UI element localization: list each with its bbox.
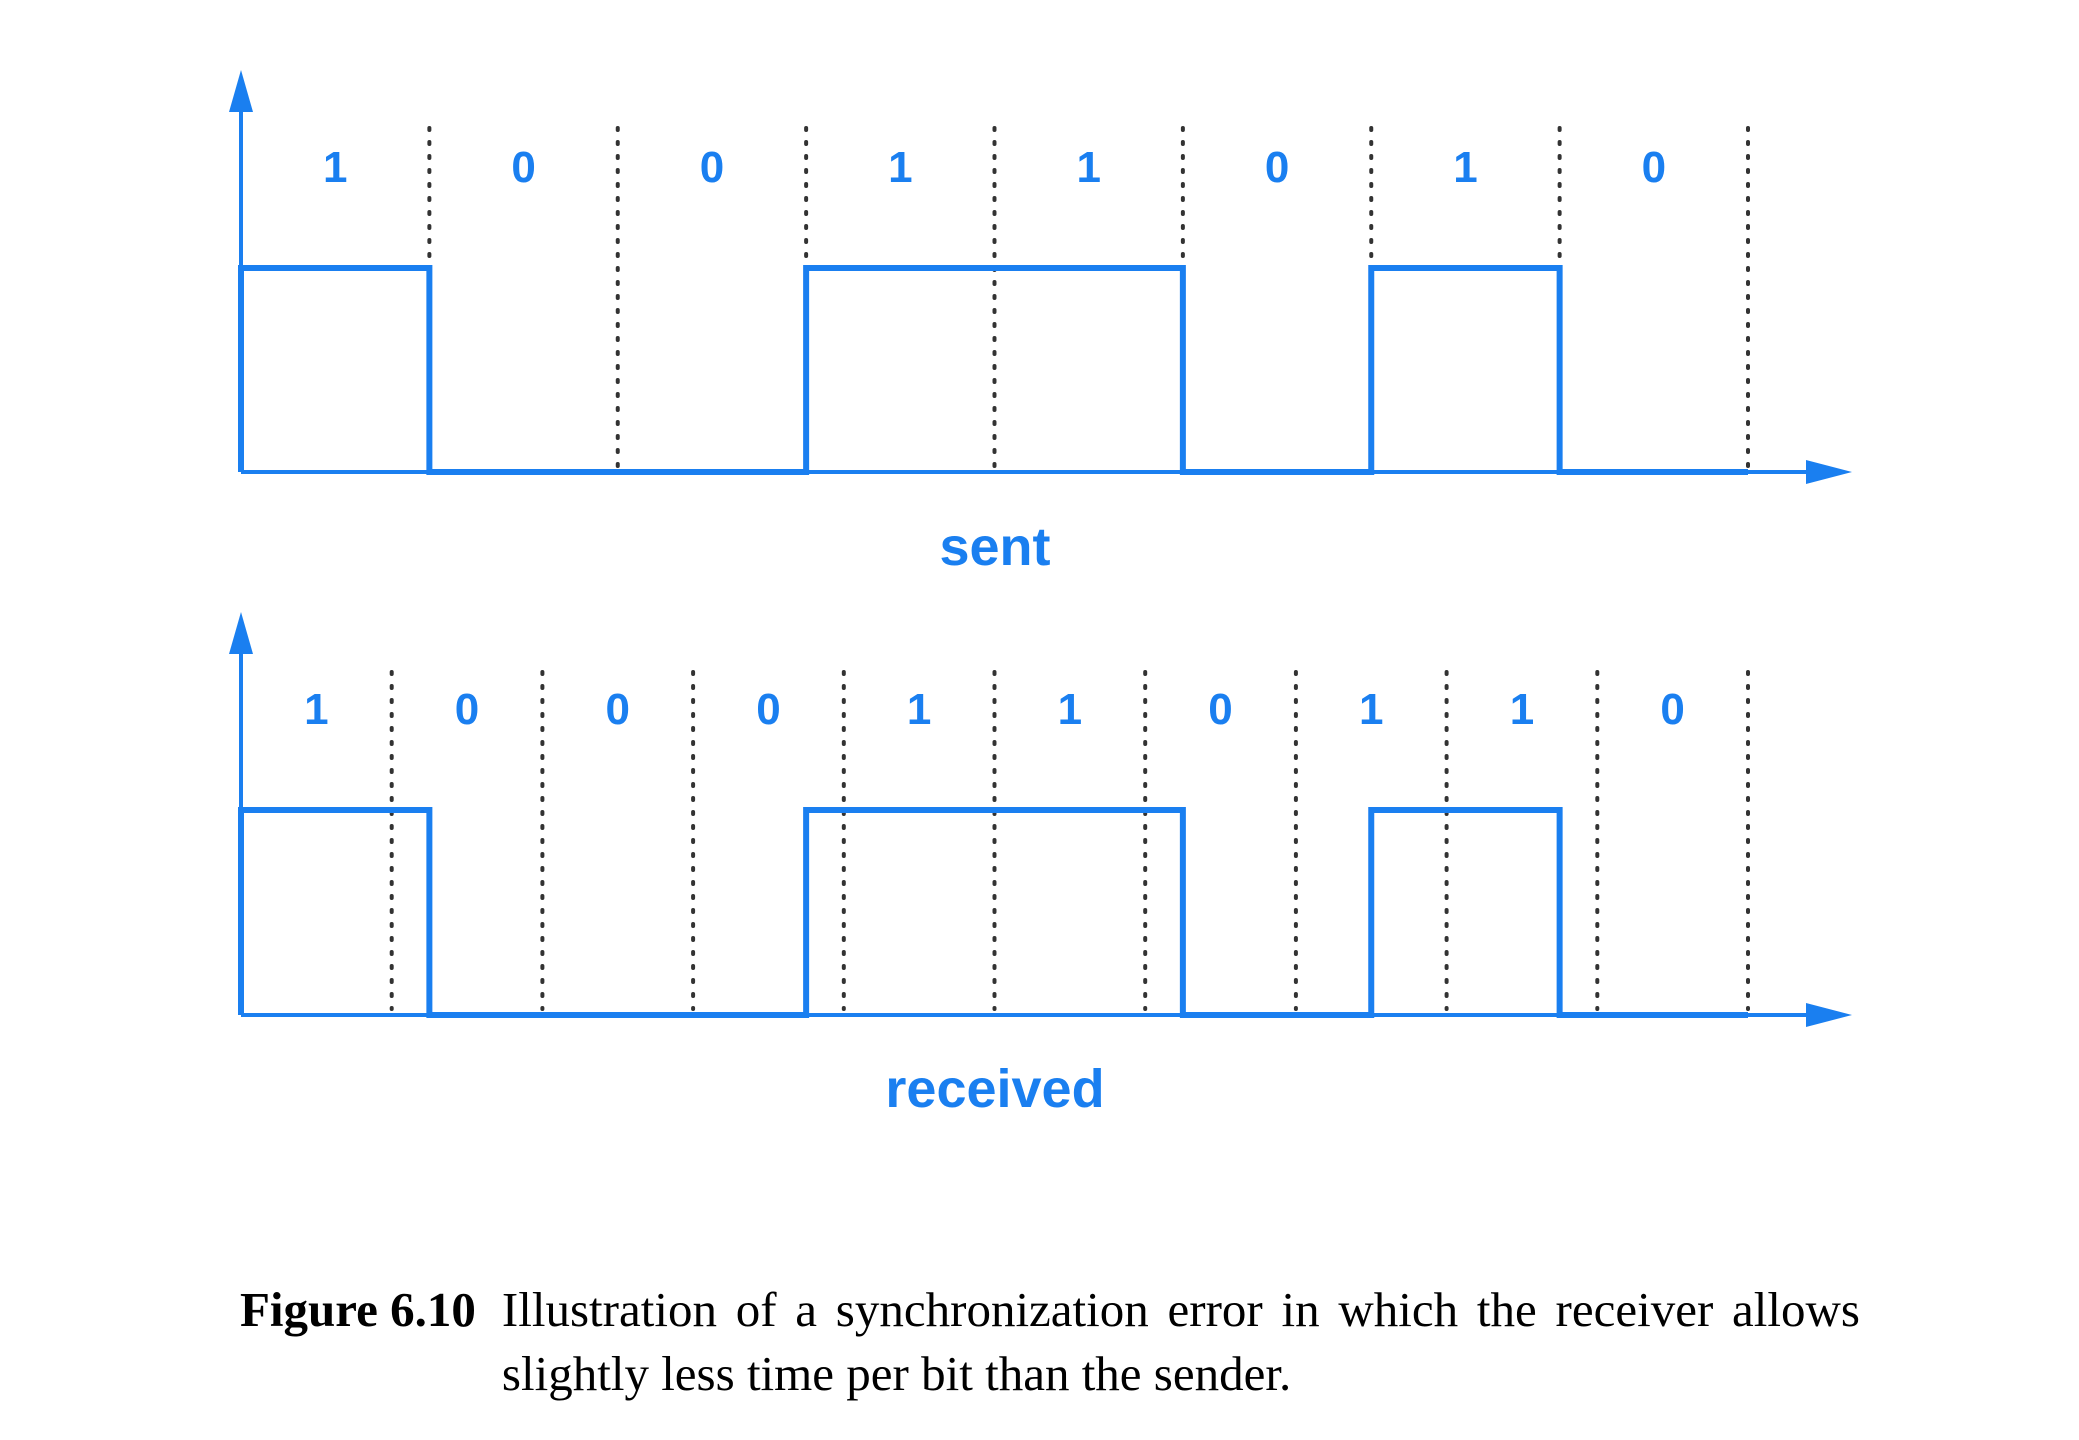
received-bit-label: 0 — [756, 685, 780, 734]
sent-bit-label: 1 — [323, 143, 347, 192]
received-bit-label: 0 — [455, 685, 479, 734]
sent-bit-label: 0 — [1265, 143, 1289, 192]
received-bit-label: 1 — [304, 685, 328, 734]
sent-bit-label: 0 — [700, 143, 724, 192]
received-signal-waveform — [238, 807, 1748, 1018]
received-bit-label: 0 — [1660, 685, 1684, 734]
received-y-axis-arrow-icon — [229, 612, 253, 654]
sent-bit-labels: 1 0 0 1 1 0 1 0 — [323, 143, 1666, 192]
received-bit-label: 1 — [1359, 685, 1383, 734]
sent-bit-label: 1 — [1076, 143, 1100, 192]
received-bit-label: 1 — [1058, 685, 1082, 734]
received-bit-dividers — [389, 670, 1750, 1011]
sent-bit-label: 0 — [511, 143, 535, 192]
sent-bit-label: 1 — [1453, 143, 1477, 192]
received-panel: 1 0 0 0 1 1 0 1 1 0 received — [229, 612, 1852, 1119]
figure-caption-text: Illustration of a synchronization error … — [501, 1282, 1860, 1401]
figure-caption: Figure 6.10 Illustration of a synchroniz… — [240, 1278, 1860, 1406]
figure-caption-label: Figure 6.10 — [240, 1282, 476, 1337]
received-caption: received — [885, 1059, 1104, 1119]
received-bit-label: 0 — [606, 685, 630, 734]
received-bit-label: 1 — [907, 685, 931, 734]
sent-bit-label: 0 — [1642, 143, 1666, 192]
sent-bit-label: 1 — [888, 143, 912, 192]
sent-y-axis-arrow-icon — [229, 70, 253, 112]
received-bit-label: 1 — [1510, 685, 1534, 734]
sent-panel: 1 0 0 1 1 0 1 0 sent — [229, 70, 1852, 577]
sent-caption: sent — [939, 517, 1050, 577]
received-bit-labels: 1 0 0 0 1 1 0 1 1 0 — [304, 685, 1685, 734]
sent-x-axis-arrow-icon — [1806, 460, 1852, 484]
synchronization-diagram: 1 0 0 1 1 0 1 0 sent 1 0 0 0 1 1 0 1 1 0 received — [229, 70, 1852, 1119]
sent-signal-waveform — [238, 265, 1748, 475]
received-x-axis-arrow-icon — [1806, 1003, 1852, 1027]
received-bit-label: 0 — [1208, 685, 1232, 734]
